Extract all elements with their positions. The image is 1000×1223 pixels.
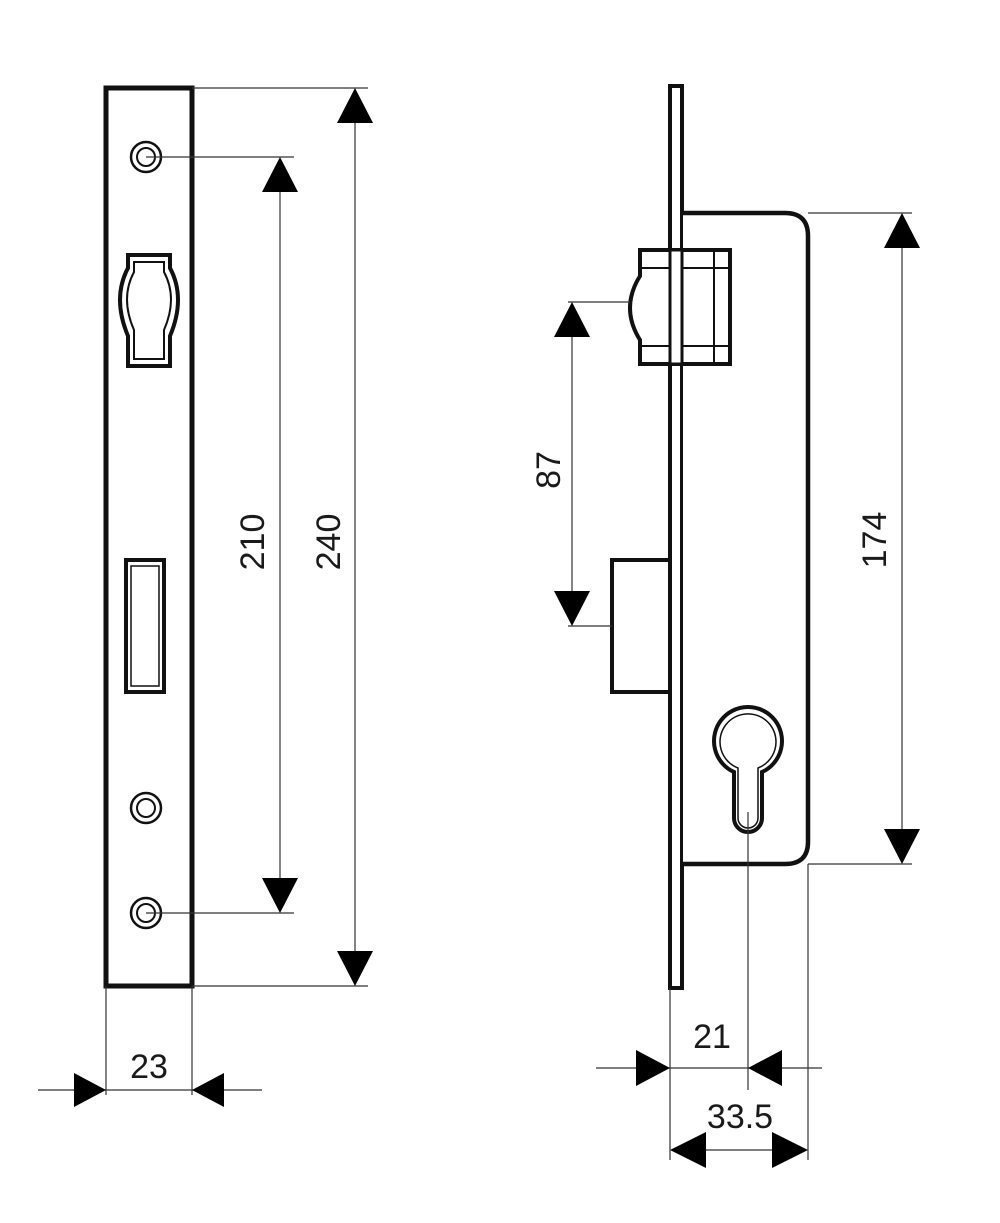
dimension-hole-spacing: 210 [234, 157, 298, 913]
backset-label: 33.5 [707, 1098, 773, 1136]
faceplate-front-view [103, 85, 195, 989]
arrow-right [74, 1073, 106, 1107]
lock-side-view [610, 84, 811, 990]
faceplate-edge [668, 84, 684, 990]
arrow-right [772, 1132, 808, 1168]
dimension-height: 240 [310, 88, 373, 986]
latch-offset-label: 87 [530, 451, 568, 489]
deadbolt [610, 558, 672, 694]
arrow-up [554, 302, 590, 337]
latch-bolt [628, 248, 732, 366]
arrow-up [337, 88, 373, 123]
arrow-down [884, 829, 920, 864]
dimension-backset: 33.5 [670, 1098, 808, 1168]
dimension-cylinder-offset: 21 [596, 1018, 822, 1086]
dimension-body-height: 174 [856, 213, 920, 864]
arrow-down [337, 951, 373, 986]
screw-hole-middle [129, 791, 163, 825]
arrow-left [670, 1132, 706, 1168]
width-label: 23 [130, 1048, 168, 1086]
arrow-up [262, 157, 298, 192]
dimension-width: 23 [38, 1048, 262, 1107]
cylinder-keyhole [712, 705, 784, 834]
cylinder-keyhole-inner [719, 713, 777, 829]
arrow-left [192, 1073, 224, 1107]
arrow-down [554, 591, 590, 626]
hole-spacing-label: 210 [234, 514, 272, 571]
deadbolt-opening [124, 558, 166, 694]
deadbolt-opening-inner [130, 565, 160, 687]
arrow-left [748, 1050, 782, 1086]
arrow-right [636, 1050, 670, 1086]
arrow-down [262, 878, 298, 913]
latch-opening-inner [126, 261, 172, 360]
height-label: 240 [310, 514, 348, 571]
lock-body [683, 210, 811, 867]
faceplate-outline [103, 85, 195, 989]
front-extension-lines [105, 87, 368, 1095]
dimension-latch-offset: 87 [530, 302, 590, 626]
cylinder-offset-label: 21 [693, 1018, 731, 1056]
side-extension-lines [568, 212, 912, 1160]
body-height-label: 174 [856, 512, 894, 569]
arrow-up [884, 213, 920, 248]
